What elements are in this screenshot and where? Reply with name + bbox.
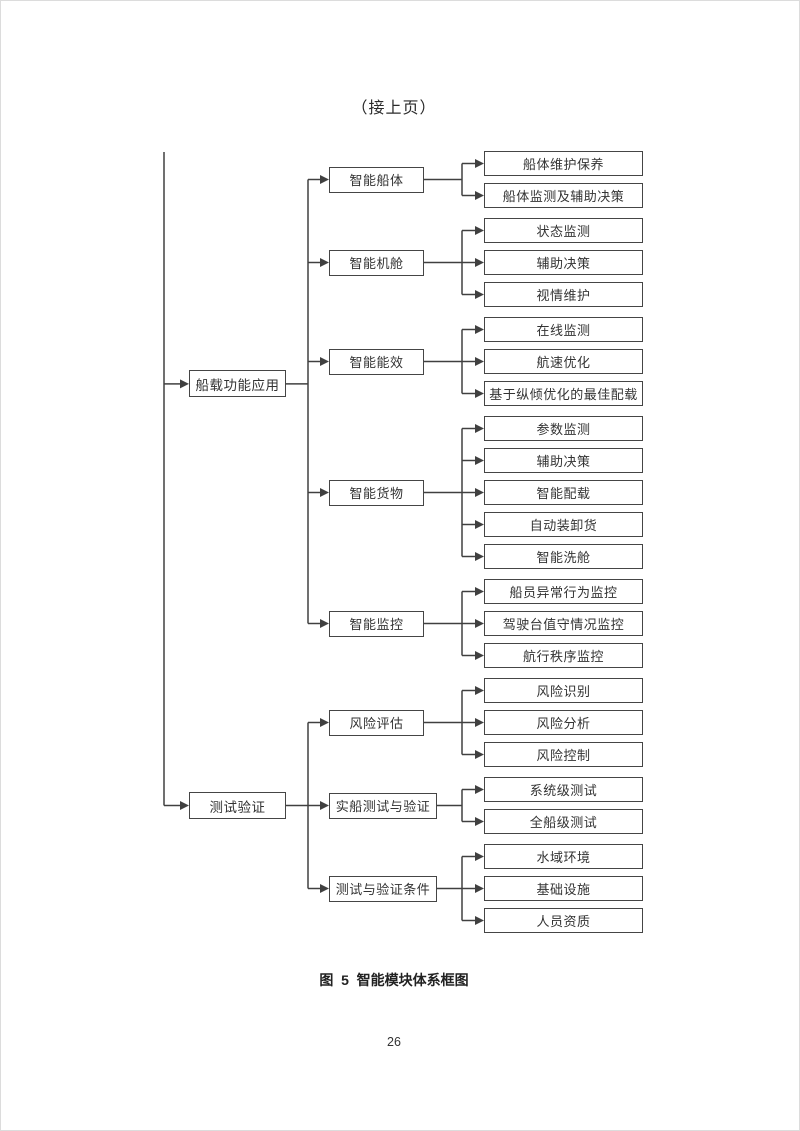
arrowhead-icon bbox=[475, 884, 484, 893]
arrowhead-icon bbox=[475, 191, 484, 200]
arrowhead-icon bbox=[180, 379, 189, 389]
tree-node-l2: 智能货物 bbox=[329, 479, 424, 506]
figure-caption: 图 5 智能模块体系框图 bbox=[319, 972, 469, 988]
arrowhead-icon bbox=[475, 258, 484, 267]
tree-node-l3: 视情维护 bbox=[484, 282, 643, 307]
arrowhead-icon bbox=[475, 651, 484, 660]
tree-node-l3: 船员异常行为监控 bbox=[484, 579, 643, 604]
tree-node-l1: 测试验证 bbox=[189, 792, 286, 819]
tree-node-l3: 风险分析 bbox=[484, 710, 643, 735]
arrowhead-icon bbox=[475, 290, 484, 299]
arrowhead-icon bbox=[475, 817, 484, 826]
tree-node-l3: 风险控制 bbox=[484, 742, 643, 767]
tree-node-l3: 状态监测 bbox=[484, 218, 643, 243]
arrowhead-icon bbox=[475, 916, 484, 925]
arrowhead-icon bbox=[475, 686, 484, 695]
arrowhead-icon bbox=[475, 619, 484, 628]
tree-node-l3: 系统级测试 bbox=[484, 777, 643, 802]
arrowhead-icon bbox=[475, 785, 484, 794]
tree-node-l3: 辅助决策 bbox=[484, 250, 643, 275]
arrowhead-icon bbox=[475, 718, 484, 727]
arrowhead-icon bbox=[320, 801, 329, 810]
arrowhead-icon bbox=[475, 357, 484, 366]
tree-node-l2: 智能机舱 bbox=[329, 249, 424, 276]
tree-node-l3: 航速优化 bbox=[484, 349, 643, 374]
arrowhead-icon bbox=[320, 488, 329, 497]
arrowhead-icon bbox=[320, 718, 329, 727]
tree-node-l3: 智能配载 bbox=[484, 480, 643, 505]
connector-lines bbox=[163, 152, 484, 925]
tree-node-l2: 智能监控 bbox=[329, 610, 424, 637]
arrowhead-icon bbox=[475, 389, 484, 398]
tree-node-l3: 人员资质 bbox=[484, 908, 643, 933]
arrowhead-icon bbox=[475, 488, 484, 497]
tree-node-l3: 船体维护保养 bbox=[484, 151, 643, 176]
tree-node-l3: 基于纵倾优化的最佳配载 bbox=[484, 381, 643, 406]
tree-node-l3: 驾驶台值守情况监控 bbox=[484, 611, 643, 636]
tree-node-l3: 全船级测试 bbox=[484, 809, 643, 834]
continued-from-previous-page-note: （接上页） bbox=[351, 100, 437, 117]
tree-node-l2: 智能能效 bbox=[329, 348, 424, 375]
arrowhead-icon bbox=[475, 587, 484, 596]
tree-node-l2: 智能船体 bbox=[329, 166, 424, 193]
tree-node-l3: 船体监测及辅助决策 bbox=[484, 183, 643, 208]
tree-node-l3: 智能洗舱 bbox=[484, 544, 643, 569]
tree-node-l3: 航行秩序监控 bbox=[484, 643, 643, 668]
tree-node-l2: 风险评估 bbox=[329, 709, 424, 736]
arrowhead-icon bbox=[475, 520, 484, 529]
arrowhead-icon bbox=[475, 456, 484, 465]
arrowhead-icon bbox=[475, 226, 484, 235]
tree-node-l3: 自动装卸货 bbox=[484, 512, 643, 537]
page-number: 26 bbox=[387, 1035, 401, 1049]
arrowhead-icon bbox=[475, 552, 484, 561]
arrowhead-icon bbox=[320, 258, 329, 267]
arrowhead-icon bbox=[475, 424, 484, 433]
arrowhead-icon bbox=[320, 175, 329, 184]
tree-node-l1: 船载功能应用 bbox=[189, 370, 286, 398]
tree-node-l2: 实船测试与验证 bbox=[329, 792, 437, 819]
tree-node-l3: 参数监测 bbox=[484, 416, 643, 441]
arrowhead-icon bbox=[475, 159, 484, 168]
tree-node-l3: 在线监测 bbox=[484, 317, 643, 342]
module-system-diagram: 船体维护保养船体监测及辅助决策智能船体状态监测辅助决策视情维护智能机舱在线监测航… bbox=[1, 1, 800, 961]
arrowhead-icon bbox=[320, 619, 329, 628]
tree-node-l3: 基础设施 bbox=[484, 876, 643, 901]
arrowhead-icon bbox=[475, 852, 484, 861]
arrowhead-icon bbox=[320, 357, 329, 366]
tree-node-l3: 辅助决策 bbox=[484, 448, 643, 473]
arrowhead-icon bbox=[475, 325, 484, 334]
arrowhead-icon bbox=[180, 801, 189, 810]
arrowhead-icon bbox=[320, 884, 329, 893]
tree-node-l3: 水域环境 bbox=[484, 844, 643, 869]
tree-node-l3: 风险识别 bbox=[484, 678, 643, 703]
tree-node-l2: 测试与验证条件 bbox=[329, 875, 437, 902]
arrowhead-icon bbox=[475, 750, 484, 759]
